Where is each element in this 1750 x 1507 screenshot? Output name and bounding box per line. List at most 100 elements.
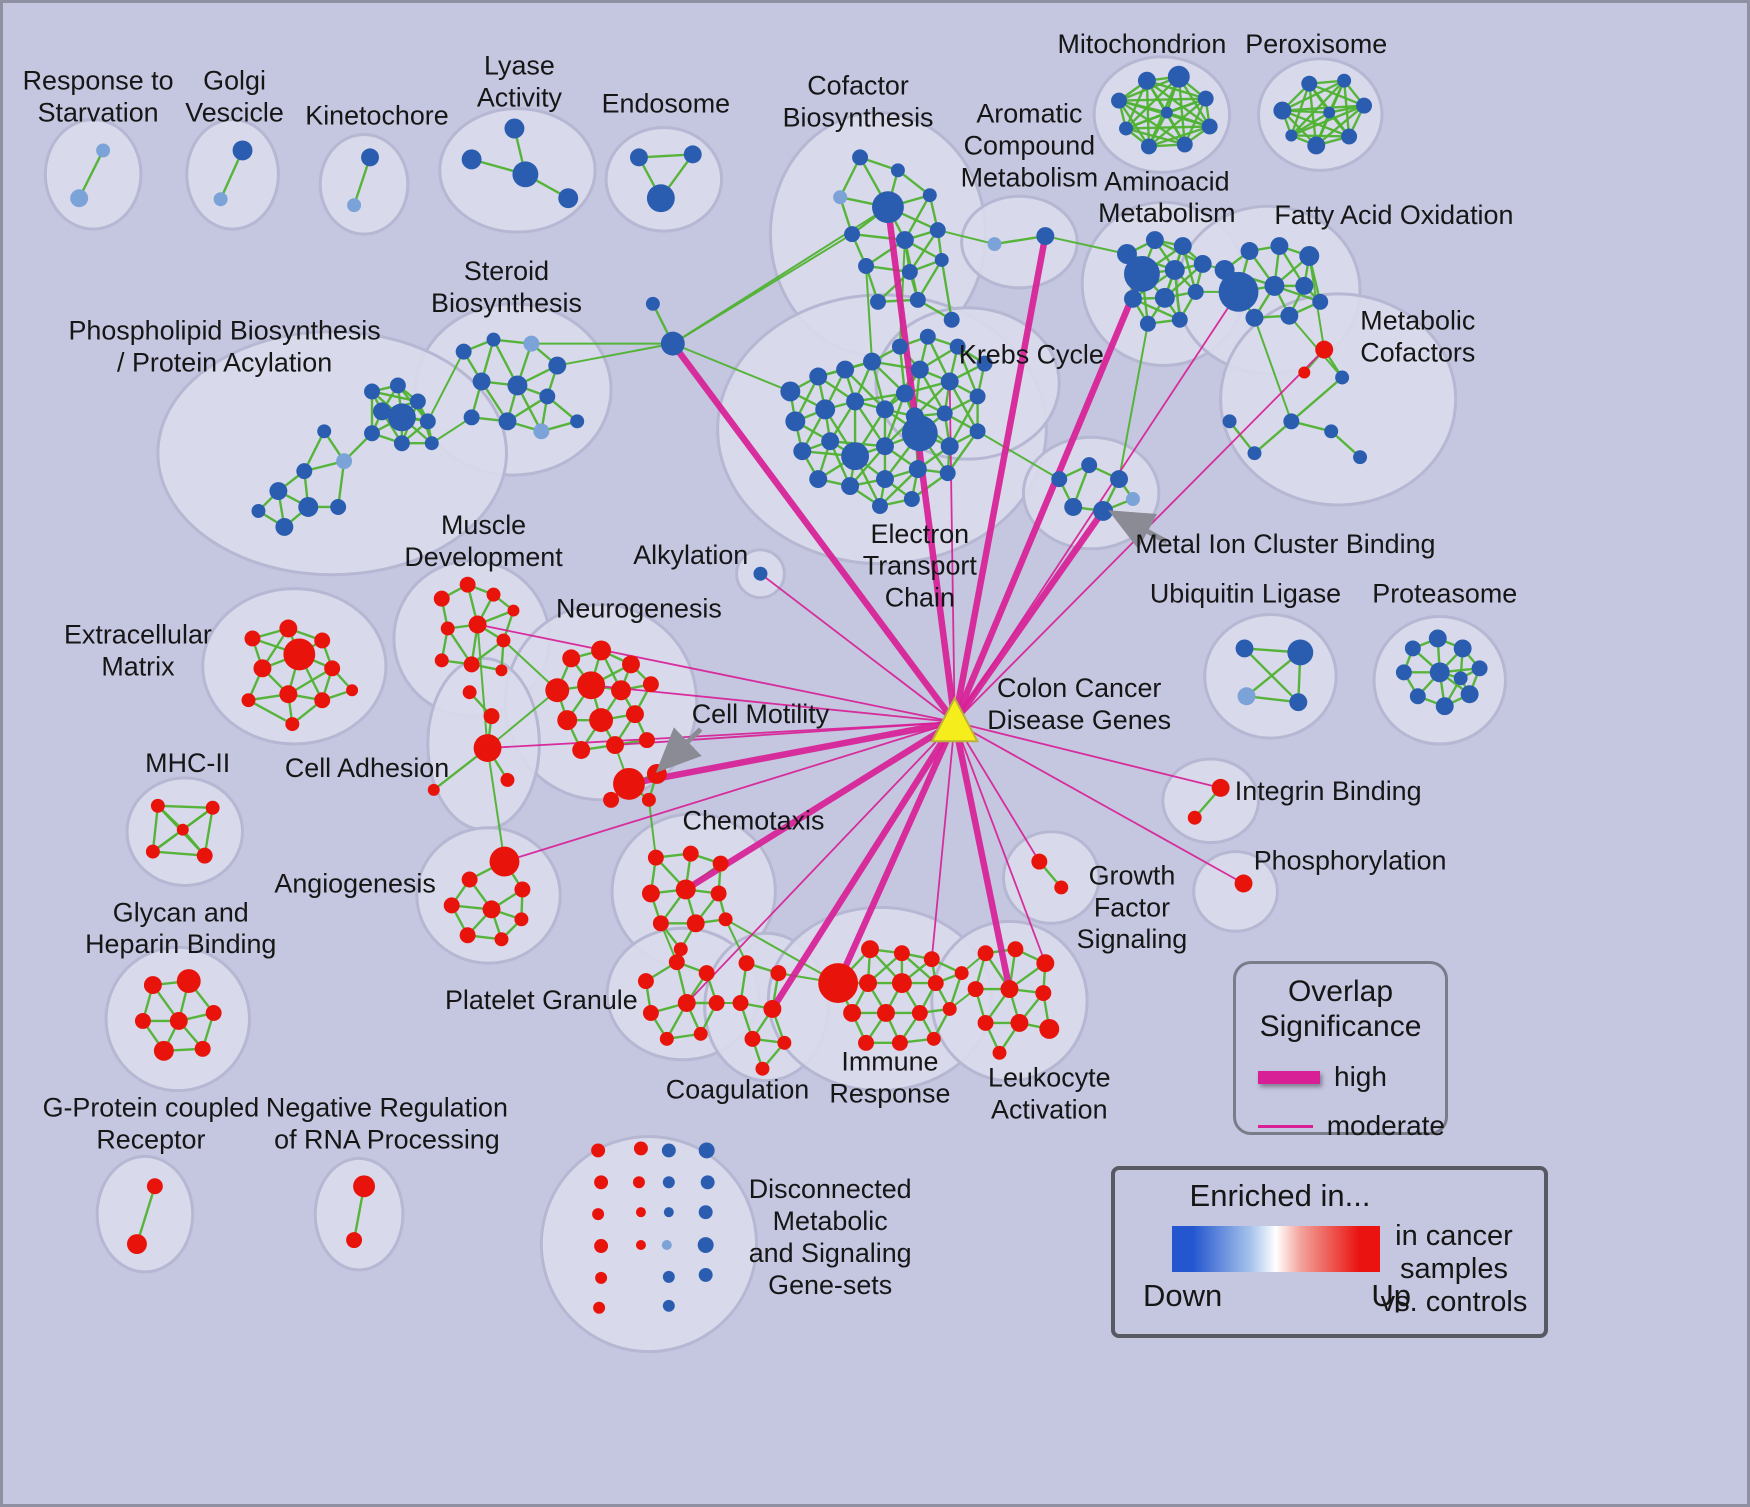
electron-transport-chain-node [969, 388, 986, 405]
lyase-activity-node [558, 188, 579, 209]
endosome-node [646, 184, 675, 213]
extracellular-matrix-node [346, 684, 359, 697]
endosome-node [629, 148, 648, 167]
proteasome-node [1453, 639, 1472, 658]
connector-hub-node [645, 296, 660, 311]
negative-regulation-rna-node [353, 1175, 375, 1198]
phosphorylation-group-ellipse [1192, 850, 1279, 933]
cell-adhesion-node [427, 783, 440, 796]
proteasome-node [1460, 685, 1479, 704]
muscle-development-node [463, 656, 480, 673]
glycan-heparin-binding-node [205, 1004, 222, 1021]
mitochondrion-node [1111, 92, 1127, 109]
chemotaxis-node [682, 845, 699, 862]
high-significance-line-swatch [1258, 1070, 1320, 1084]
immune-response-node [861, 940, 879, 959]
mitochondrion-node [1137, 71, 1156, 90]
inter-cluster-edge [426, 351, 465, 422]
mhc-ii-node [176, 823, 189, 836]
proteasome-node [1428, 629, 1447, 648]
cofactor-biosynthesis-node [890, 163, 905, 178]
disconnected-gene-sets-node [698, 1205, 713, 1220]
cofactor-biosynthesis-edge [940, 259, 953, 320]
g-protein-coupled-receptor-node [146, 1178, 163, 1195]
inter-cluster-edge [1045, 235, 1128, 255]
immune-response-node [927, 975, 944, 992]
aminoacid-metabolism-node [1173, 237, 1192, 255]
golgi-vescicle-node [232, 140, 253, 161]
overlap-high-row: high [1236, 1061, 1445, 1093]
electron-transport-chain-edge [844, 368, 886, 411]
enriched-in-legend: Enriched in... Down Up in cancer samples… [1111, 1166, 1548, 1338]
g-protein-coupled-receptor-group-ellipse [95, 1154, 195, 1274]
growth-factor-signaling-node [1054, 880, 1069, 895]
disconnected-gene-sets-node [632, 1176, 645, 1189]
neurogenesis-node [611, 680, 631, 701]
inter-cluster-edge [476, 624, 489, 749]
metabolic-cofactors-node [1298, 366, 1311, 379]
neurogenesis-node [642, 676, 659, 693]
electron-transport-chain-node [936, 405, 953, 422]
metabolic-cofactors-edge [1290, 376, 1343, 423]
extracellular-matrix-node [314, 692, 331, 709]
phospholipid-biosynthesis-node [298, 497, 319, 517]
cofactor-biosynthesis-node [901, 263, 918, 280]
aminoacid-metabolism-node [1154, 287, 1175, 308]
peroxisome-node [1273, 101, 1292, 120]
muscle-development-node [440, 621, 455, 636]
electron-transport-chain-node [841, 477, 860, 496]
phosphorylation-label: Phosphorylation [1254, 846, 1447, 876]
angiogenesis-node [494, 932, 509, 947]
neurogenesis-node [557, 710, 578, 731]
coagulation-node [732, 995, 749, 1011]
integrin-binding-node [1187, 810, 1202, 825]
immune-response-node [893, 945, 910, 962]
leukocyte-activation-node [1010, 1013, 1029, 1032]
electron-transport-chain-node [901, 415, 938, 452]
overlap-moderate-row: moderate [1236, 1110, 1445, 1142]
electron-transport-chain-node [872, 498, 888, 514]
neurogenesis-label: Neurogenesis [556, 594, 722, 624]
overlap-edge-moderate [953, 721, 1041, 863]
steroid-biosynthesis-node [539, 388, 556, 405]
disconnected-gene-sets-node [662, 1270, 675, 1283]
peroxisome-node [1356, 97, 1373, 114]
inter-cluster-edge [1118, 323, 1149, 480]
immune-response-node [818, 963, 859, 1004]
integrin-binding-node [1211, 778, 1230, 797]
mhc-ii-node [145, 844, 160, 859]
phospholipid-biosynthesis-node [409, 393, 426, 410]
disconnected-gene-sets-node [662, 1299, 675, 1312]
fatty-acid-oxidation-node [1218, 271, 1259, 312]
electron-transport-chain-node [976, 355, 993, 372]
fatty-acid-oxidation-node [1264, 275, 1285, 296]
coagulation-node [763, 1000, 782, 1018]
growth-factor-signaling-node [1031, 853, 1048, 870]
leukocyte-activation-node [977, 945, 994, 962]
kinetochore-node [347, 198, 362, 213]
aminoacid-metabolism-node [1124, 255, 1160, 292]
cell-adhesion-label: Cell Adhesion [285, 753, 449, 783]
muscle-development-node [495, 664, 508, 677]
endosome-node [683, 145, 702, 164]
steroid-biosynthesis-node [523, 335, 540, 352]
disconnected-gene-sets-node [591, 1143, 606, 1158]
platelet-granule-node [642, 1004, 659, 1021]
electron-transport-chain-edge [883, 393, 906, 447]
disconnected-gene-sets-node [661, 1240, 672, 1251]
electron-transport-chain-edge [946, 430, 979, 474]
inter-cluster-edge [672, 342, 791, 393]
neurogenesis-node [625, 705, 644, 724]
overlap-edge-high [769, 720, 958, 1011]
neurogenesis-node [606, 736, 625, 754]
proteasome-node [1395, 664, 1412, 681]
mitochondrion-label: Mitochondrion [1058, 29, 1227, 59]
lyase-activity-node [512, 161, 539, 188]
overlap-edge-moderate [954, 721, 1221, 789]
mitochondrion-edge [1118, 99, 1150, 148]
angiogenesis-group-ellipse [415, 826, 562, 965]
ubiquitin-ligase-node [1287, 639, 1314, 666]
disconnected-gene-sets-node [663, 1207, 674, 1218]
